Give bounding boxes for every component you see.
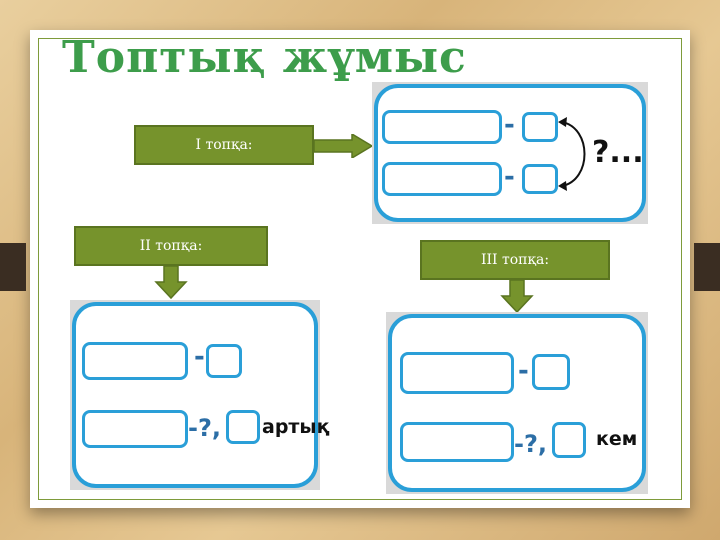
minus-sign: -: [518, 356, 529, 386]
answer-box[interactable]: [400, 352, 514, 394]
question-marks: ?...: [592, 135, 644, 170]
minus-sign: -: [194, 342, 205, 372]
group-2-label: ІІ топқа:: [74, 226, 268, 266]
down-arrow-icon: [154, 266, 188, 300]
curved-double-arrow-icon: [558, 117, 586, 191]
group-2-card: - -?, артық: [72, 302, 330, 488]
down-arrow-icon: [500, 280, 534, 314]
minus-sign: -: [504, 162, 515, 192]
answer-box-small[interactable]: [552, 422, 586, 458]
left-tab-decoration: [0, 243, 26, 291]
answer-box-small[interactable]: [206, 344, 242, 378]
answer-box-small[interactable]: [522, 112, 558, 142]
minus-question-comma: -?,: [514, 430, 547, 458]
answer-box[interactable]: [382, 162, 502, 196]
group-1-card: - - ?...: [374, 84, 646, 222]
right-arrow-icon: [314, 134, 374, 158]
minus-question-comma: -?,: [188, 414, 221, 442]
answer-box-small[interactable]: [522, 164, 558, 194]
slide-frame: [38, 38, 682, 500]
answer-box-small[interactable]: [532, 354, 570, 390]
word-label: артық: [262, 416, 330, 438]
group-3-card: - -?, кем: [388, 314, 646, 492]
answer-box[interactable]: [382, 110, 502, 144]
answer-box[interactable]: [400, 422, 514, 462]
group-1-label: І топқа:: [134, 125, 314, 165]
minus-sign: -: [504, 110, 515, 140]
slide-title: Топтық жұмыс: [62, 32, 467, 83]
answer-box[interactable]: [82, 410, 188, 448]
group-3-label: ІІІ топқа:: [420, 240, 610, 280]
right-tab-decoration: [694, 243, 720, 291]
answer-box[interactable]: [82, 342, 188, 380]
word-label: кем: [596, 428, 638, 450]
answer-box-small[interactable]: [226, 410, 260, 444]
